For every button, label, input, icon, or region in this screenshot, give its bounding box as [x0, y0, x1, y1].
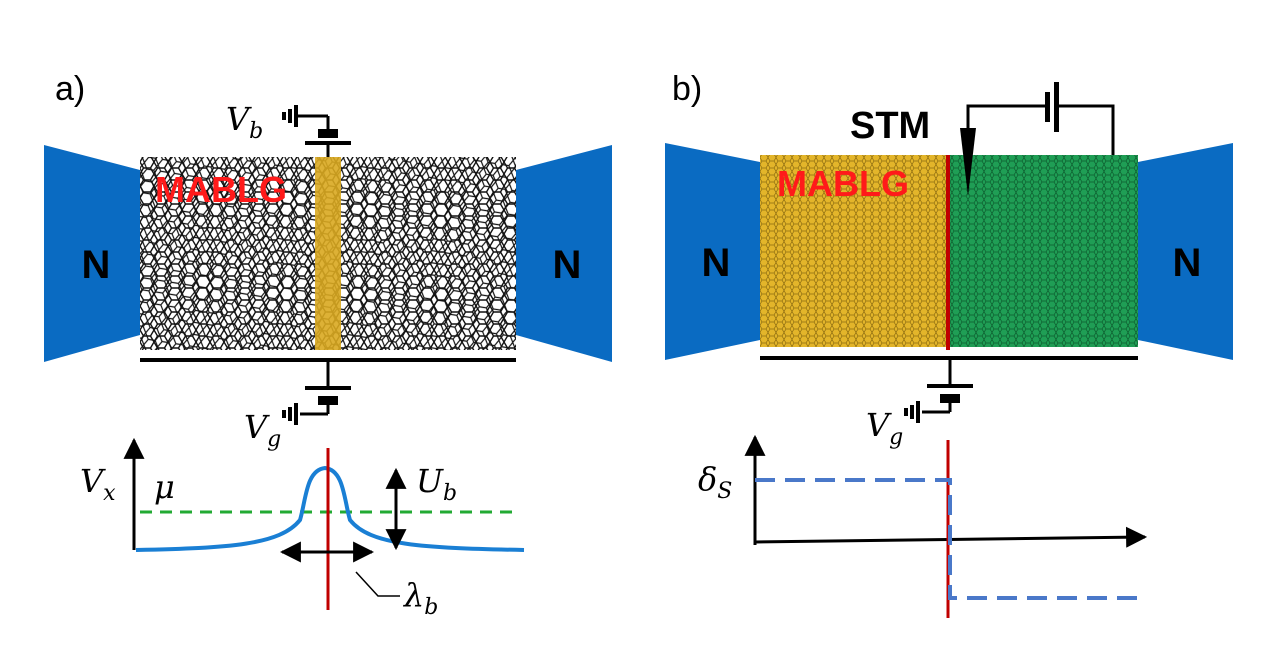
- left-lead: [665, 143, 760, 360]
- panel-a-label: a): [55, 70, 85, 108]
- order-parameter-step: [755, 478, 1142, 600]
- barrier-strip: [315, 157, 341, 350]
- panel-b-label: b): [672, 70, 702, 108]
- potential-axis-label: Vx: [80, 462, 116, 506]
- stm-circuit: [966, 82, 1115, 155]
- domain-left-lattice: [760, 155, 948, 347]
- battery-icon: [904, 401, 920, 423]
- panel-a: a) N N MABLG Vb: [44, 70, 612, 620]
- material-label: MABLG: [777, 163, 909, 204]
- battery-icon: [1045, 82, 1059, 132]
- stm-label: STM: [850, 105, 930, 147]
- left-lead: [44, 145, 140, 362]
- domain-right-lattice: [948, 155, 1138, 347]
- panel-b: b) N N MABLG STM: [665, 70, 1233, 618]
- bias-battery: [282, 105, 351, 157]
- barrier-width-leader: [355, 571, 400, 597]
- right-lead: [516, 145, 612, 362]
- right-lead: [1138, 143, 1233, 360]
- left-lead-label: N: [702, 241, 731, 285]
- right-lead-label: N: [553, 243, 582, 287]
- battery-icon: [282, 403, 298, 425]
- barrier-width-label: λb: [402, 576, 438, 620]
- chemical-potential-label: μ: [154, 468, 175, 506]
- stm-tip-icon: [960, 128, 976, 196]
- gate-voltage-label: Vg: [244, 408, 281, 452]
- barrier-height-label: Ub: [416, 462, 457, 506]
- bias-voltage-label: Vb: [226, 100, 263, 144]
- gate-voltage-label: Vg: [866, 406, 903, 450]
- gate-battery: [282, 360, 351, 425]
- left-lead-label: N: [82, 243, 111, 287]
- gate-battery: [904, 358, 973, 423]
- potential-profile: Vx μ Ub λb: [80, 437, 525, 620]
- barrier-potential-curve: [135, 465, 525, 552]
- material-label: MABLG: [155, 169, 287, 210]
- order-parameter-label: δS: [698, 460, 732, 504]
- order-parameter-plot: δS: [698, 434, 1148, 618]
- battery-icon: [282, 105, 300, 127]
- right-lead-label: N: [1173, 241, 1202, 285]
